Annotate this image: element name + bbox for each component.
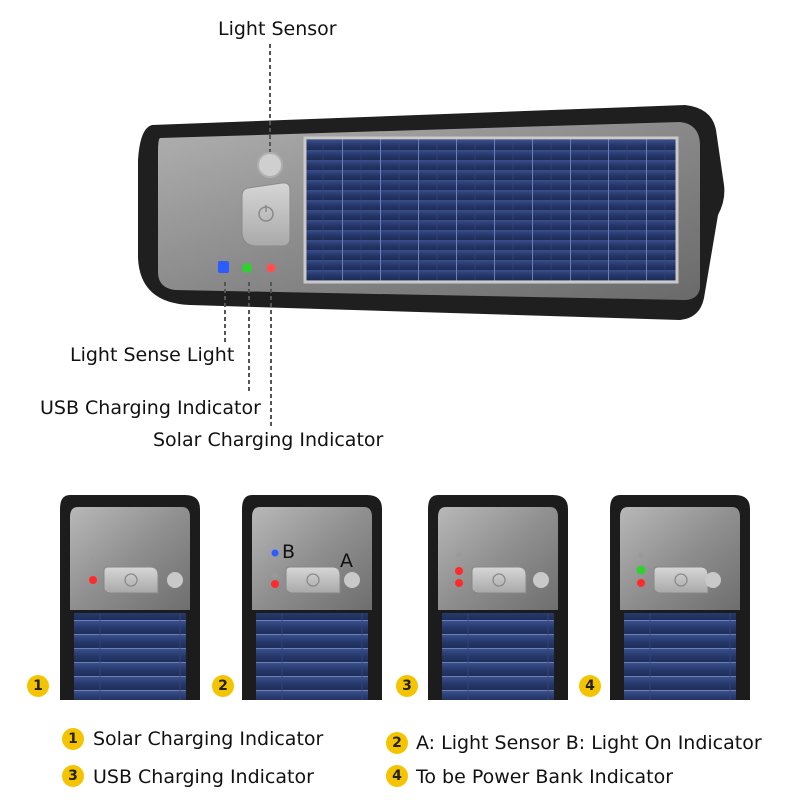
panel-badge-3: 3 <box>396 675 418 697</box>
panel-1 <box>60 495 200 700</box>
leader-lines <box>224 44 272 426</box>
led-green <box>242 263 252 273</box>
legend-text-1: Solar Charging Indicator <box>93 728 324 750</box>
legend-badge-2: 2 <box>386 732 408 754</box>
led-red <box>266 263 276 273</box>
label-usb-charging-indicator: USB Charging Indicator <box>40 397 261 419</box>
light-sensor-window <box>257 152 283 178</box>
panel-2 <box>242 495 382 700</box>
legend-text-2: A: Light Sensor B: Light On Indicator <box>416 732 762 754</box>
panel-badge-2: 2 <box>212 675 234 697</box>
label-light-sense-light: Light Sense Light <box>70 344 235 366</box>
legend-badge-4: 4 <box>386 765 408 787</box>
led-blue <box>218 261 229 273</box>
power-button <box>241 182 291 247</box>
legend-text-3: USB Charging Indicator <box>93 766 314 788</box>
label-light-sensor: Light Sensor <box>218 18 337 40</box>
legend-badge-3: 3 <box>62 765 84 787</box>
solar-panel <box>303 136 679 284</box>
label-solar-charging-indicator: Solar Charging Indicator <box>153 429 384 451</box>
legend-badge-1: 1 <box>62 728 84 750</box>
legend-text-4: To be Power Bank Indicator <box>416 766 674 788</box>
panel-badge-4: 4 <box>579 675 601 697</box>
callout-a: A <box>340 550 353 572</box>
panel-3 <box>428 495 568 700</box>
panel-4 <box>610 495 750 700</box>
callout-b: B <box>282 541 296 563</box>
main-device <box>138 105 725 320</box>
panel-badge-1: 1 <box>27 675 49 697</box>
